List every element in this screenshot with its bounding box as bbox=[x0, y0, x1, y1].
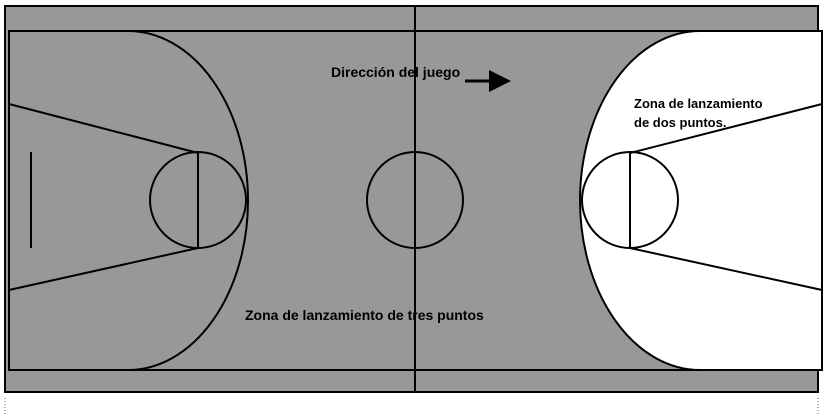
direction-label: Dirección del juego bbox=[331, 64, 460, 80]
direction-arrow-icon bbox=[489, 70, 511, 92]
two-point-zone-right bbox=[579, 30, 823, 371]
free-throw-circle-left bbox=[149, 151, 247, 249]
two-point-zone-label-line1: Zona de lanzamiento bbox=[634, 96, 763, 111]
key-line-left-bottom bbox=[8, 247, 199, 291]
key-line-left-top bbox=[8, 103, 199, 154]
two-point-zone-label-line2: de dos puntos. bbox=[634, 115, 726, 130]
key-line-right-bottom bbox=[629, 247, 823, 291]
free-throw-circle-right bbox=[581, 151, 679, 249]
three-point-zone-label: Zona de lanzamiento de tres puntos bbox=[245, 307, 484, 323]
three-point-arc-left bbox=[9, 30, 249, 371]
key-line-right-top bbox=[629, 103, 823, 154]
